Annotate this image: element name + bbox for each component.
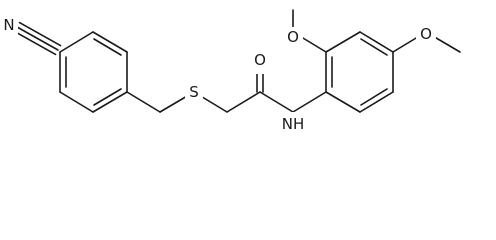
atom-methoxy-oxygen-ortho: O	[283, 27, 303, 49]
svg-text:O: O	[254, 51, 266, 69]
svg-text:NH: NH	[282, 115, 305, 133]
atom-carbonyl-oxygen: O	[250, 50, 270, 74]
cyanophenyl-ring	[59, 31, 128, 113]
atom-nitrile-n: N	[0, 15, 18, 35]
atom-methoxy-oxygen-para: O	[416, 24, 436, 46]
atom-sulfur: S	[185, 82, 203, 102]
atom-amide-nh: NH	[279, 112, 307, 136]
dimethoxyphenyl-ring	[292, 31, 394, 113]
chemical-structure-diagram: N S O NH O O	[0, 9, 461, 136]
svg-text:N: N	[3, 16, 14, 34]
svg-text:O: O	[287, 28, 299, 46]
nitrile-triple-bond	[13, 21, 62, 56]
svg-text:S: S	[189, 83, 199, 101]
svg-text:O: O	[420, 25, 432, 43]
